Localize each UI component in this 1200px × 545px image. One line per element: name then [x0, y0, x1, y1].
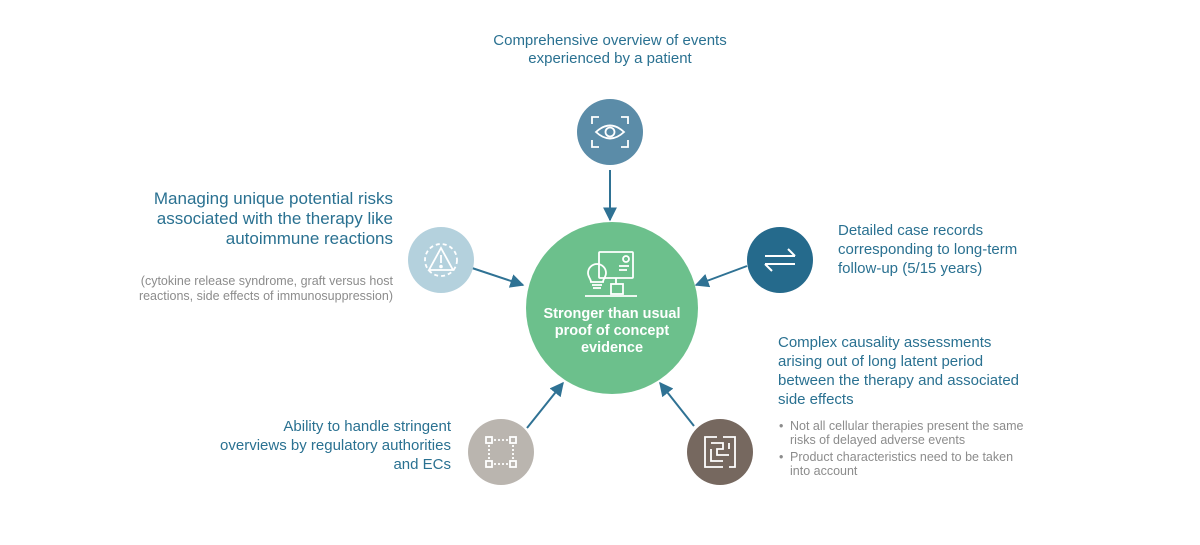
lightbulb-presentation-icon: [583, 250, 641, 300]
warning-gear-icon: [419, 238, 463, 282]
right-node-circle: [747, 227, 813, 293]
center-node: Stronger than usual proof of concept evi…: [526, 222, 698, 394]
bottom-left-node-label: Ability to handle stringent overviews by…: [220, 418, 451, 473]
selection-frame-icon: [484, 435, 518, 469]
maze-icon: [703, 435, 737, 469]
arrow-bottom-right: [659, 381, 695, 427]
bottom-left-node-circle: [468, 419, 534, 485]
bottom-right-node-label: Complex causality assessments arising ou…: [778, 334, 1020, 408]
right-node-label: Detailed case records corresponding to l…: [838, 222, 1018, 277]
arrow-right: [694, 265, 748, 288]
eye-scan-icon: [590, 115, 630, 149]
top-node-circle: [577, 99, 643, 165]
top-node-label: Comprehensive overview of events experie…: [493, 32, 727, 67]
bullet-text: Not all cellular therapies present the s…: [790, 419, 1024, 447]
list-item: •Not all cellular therapies present the …: [779, 419, 1024, 447]
arrow-left: [471, 267, 525, 288]
left-node-sublabel: (cytokine release syndrome, graft versus…: [138, 274, 393, 303]
bullet-text: Product characteristics need to be taken…: [790, 450, 1014, 478]
left-node-label: Managing unique potential risks associat…: [153, 189, 393, 248]
left-node-circle: [408, 227, 474, 293]
bottom-right-node-circle: [687, 419, 753, 485]
center-label: Stronger than usual proof of concept evi…: [543, 306, 681, 356]
arrow-bottom-left: [526, 381, 564, 429]
exchange-arrows-icon: [762, 246, 798, 274]
bottom-right-bullet-list: •Not all cellular therapies present the …: [778, 419, 1028, 481]
list-item: •Product characteristics need to be take…: [779, 450, 1014, 478]
